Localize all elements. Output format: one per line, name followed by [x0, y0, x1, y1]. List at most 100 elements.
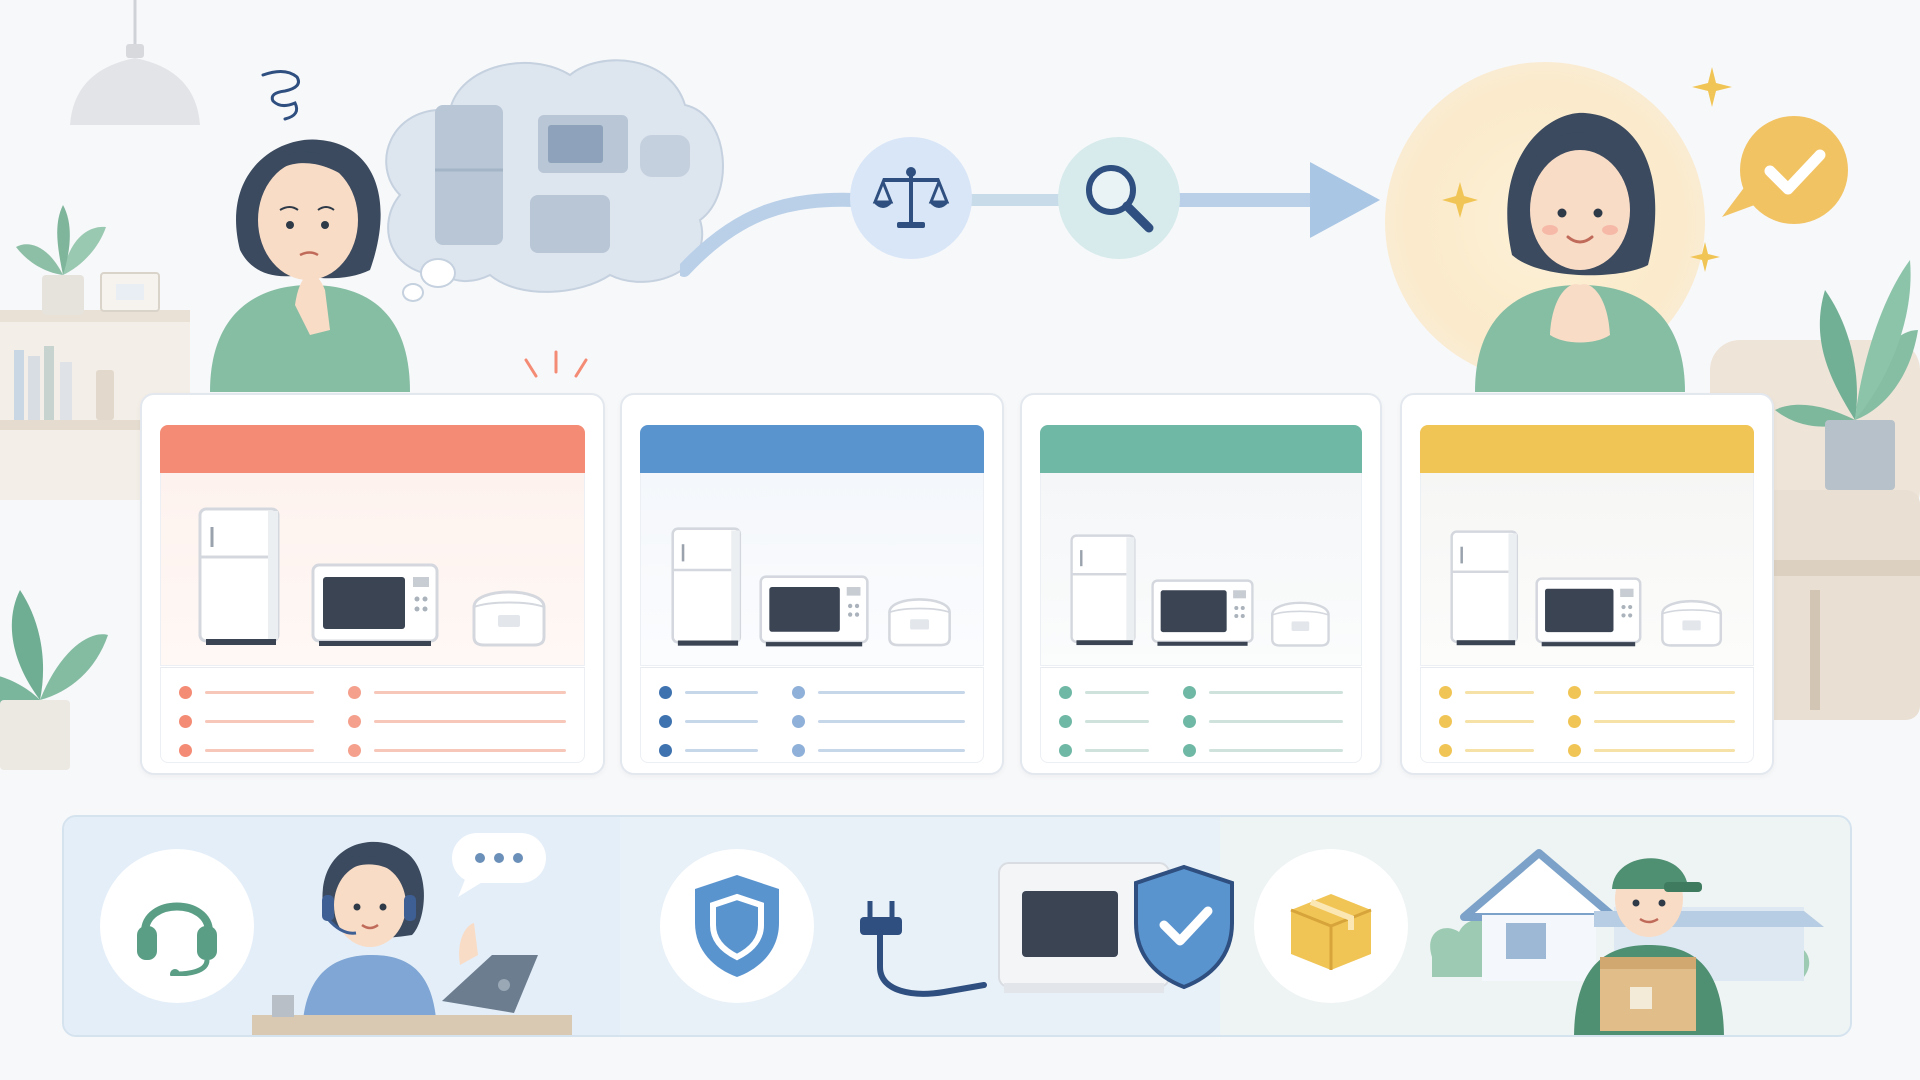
headset-icon	[127, 876, 227, 976]
bullet-dot	[179, 715, 192, 728]
bullet-dot	[1439, 715, 1452, 728]
card-header	[640, 425, 984, 473]
support-icon-circle	[100, 849, 254, 1003]
bullet-line	[205, 749, 314, 752]
card-appliances	[1420, 473, 1754, 666]
sparkle-icon	[1690, 65, 1734, 109]
bullet-line	[1594, 720, 1735, 723]
bullet-line	[1085, 749, 1149, 752]
ceiling-lamp	[60, 0, 210, 130]
happy-woman	[1470, 105, 1690, 392]
bullet-line	[1209, 691, 1343, 694]
microwave-icon	[1151, 579, 1256, 647]
delivery-icon-circle	[1254, 849, 1408, 1003]
bullet-line	[1085, 720, 1149, 723]
refrigerator-icon	[198, 507, 282, 647]
bullet-line	[205, 691, 314, 694]
bullet-dot	[1568, 686, 1581, 699]
warranty-icon-circle	[660, 849, 814, 1003]
bullet-line	[1465, 749, 1534, 752]
bullet-line	[818, 720, 965, 723]
bullet-line	[205, 720, 314, 723]
bullet-dot	[792, 744, 805, 757]
rice-cooker-icon	[470, 581, 548, 647]
bullet-line	[1465, 720, 1534, 723]
service-band	[62, 815, 1852, 1037]
bullet-dot	[179, 744, 192, 757]
bullet-dot	[1568, 715, 1581, 728]
bullet-dot	[1568, 744, 1581, 757]
bullet-dot	[1183, 715, 1196, 728]
bullet-line	[685, 720, 758, 723]
comparison-card-blue[interactable]	[620, 393, 1004, 775]
thought-bubble-tiny-circle	[402, 283, 424, 302]
comparison-card-yellow[interactable]	[1400, 393, 1774, 775]
thought-bubble-small-circle	[420, 258, 456, 288]
rice-cooker-icon	[1659, 592, 1724, 647]
microwave-icon	[759, 575, 871, 647]
microwave-icon	[311, 563, 441, 647]
balance-scale-icon	[871, 158, 951, 238]
compare-step	[850, 137, 972, 259]
bullet-dot	[348, 686, 361, 699]
attention-marks	[520, 348, 592, 380]
support-agent-illustration	[252, 825, 612, 1035]
search-step	[1058, 137, 1180, 259]
bullet-line	[1594, 749, 1735, 752]
bullet-dot	[659, 744, 672, 757]
bullet-dot	[1439, 744, 1452, 757]
check-speech-bubble-icon	[1722, 115, 1852, 230]
bullet-line	[685, 749, 758, 752]
bullet-line	[374, 691, 566, 694]
bullet-dot	[1183, 744, 1196, 757]
bullet-dot	[659, 715, 672, 728]
potted-plant-left-top	[8, 195, 118, 320]
bullet-line	[1465, 691, 1534, 694]
package-icon	[1281, 876, 1381, 976]
bullet-line	[818, 691, 965, 694]
bullet-dot	[1059, 686, 1072, 699]
bullet-line	[374, 720, 566, 723]
flow-arrow	[680, 150, 1400, 290]
bullet-dot	[179, 686, 192, 699]
card-header	[1420, 425, 1754, 473]
bullet-dot	[659, 686, 672, 699]
comparison-card-red[interactable]	[140, 393, 605, 775]
shield-icon	[687, 871, 787, 981]
potted-plant-left-bottom	[0, 500, 110, 770]
bullet-dot	[348, 744, 361, 757]
delivery-illustration	[1424, 827, 1844, 1035]
refrigerator-icon	[1450, 530, 1520, 647]
refrigerator-icon	[1070, 534, 1138, 647]
bullet-line	[1085, 691, 1149, 694]
bullet-dot	[1059, 715, 1072, 728]
bullet-line	[685, 691, 758, 694]
bullet-line	[1594, 691, 1735, 694]
picture-frame	[100, 272, 160, 312]
bullet-line	[1209, 720, 1343, 723]
thinking-woman	[200, 130, 420, 392]
card-feature-list	[160, 667, 585, 763]
card-header	[160, 425, 585, 473]
refrigerator-icon	[671, 527, 743, 647]
bullet-line	[374, 749, 566, 752]
bullet-line	[818, 749, 965, 752]
thought-bubble	[370, 45, 730, 305]
bullet-line	[1209, 749, 1343, 752]
bullet-dot	[1059, 744, 1072, 757]
sparkle-icon	[1688, 240, 1722, 274]
bullet-dot	[1183, 686, 1196, 699]
card-feature-list	[1040, 667, 1362, 763]
microwave-warranty-illustration	[854, 857, 1254, 1017]
potted-plant-right	[1770, 230, 1920, 500]
card-appliances	[640, 473, 984, 666]
card-header	[1040, 425, 1362, 473]
sparkle-icon	[1440, 180, 1480, 220]
magnifier-icon	[1079, 158, 1159, 238]
comparison-card-teal[interactable]	[1020, 393, 1382, 775]
swirl-confusion-icon	[255, 65, 310, 125]
card-appliances	[160, 473, 585, 666]
rice-cooker-icon	[886, 590, 953, 647]
bullet-dot	[1439, 686, 1452, 699]
rice-cooker-icon	[1269, 594, 1332, 647]
